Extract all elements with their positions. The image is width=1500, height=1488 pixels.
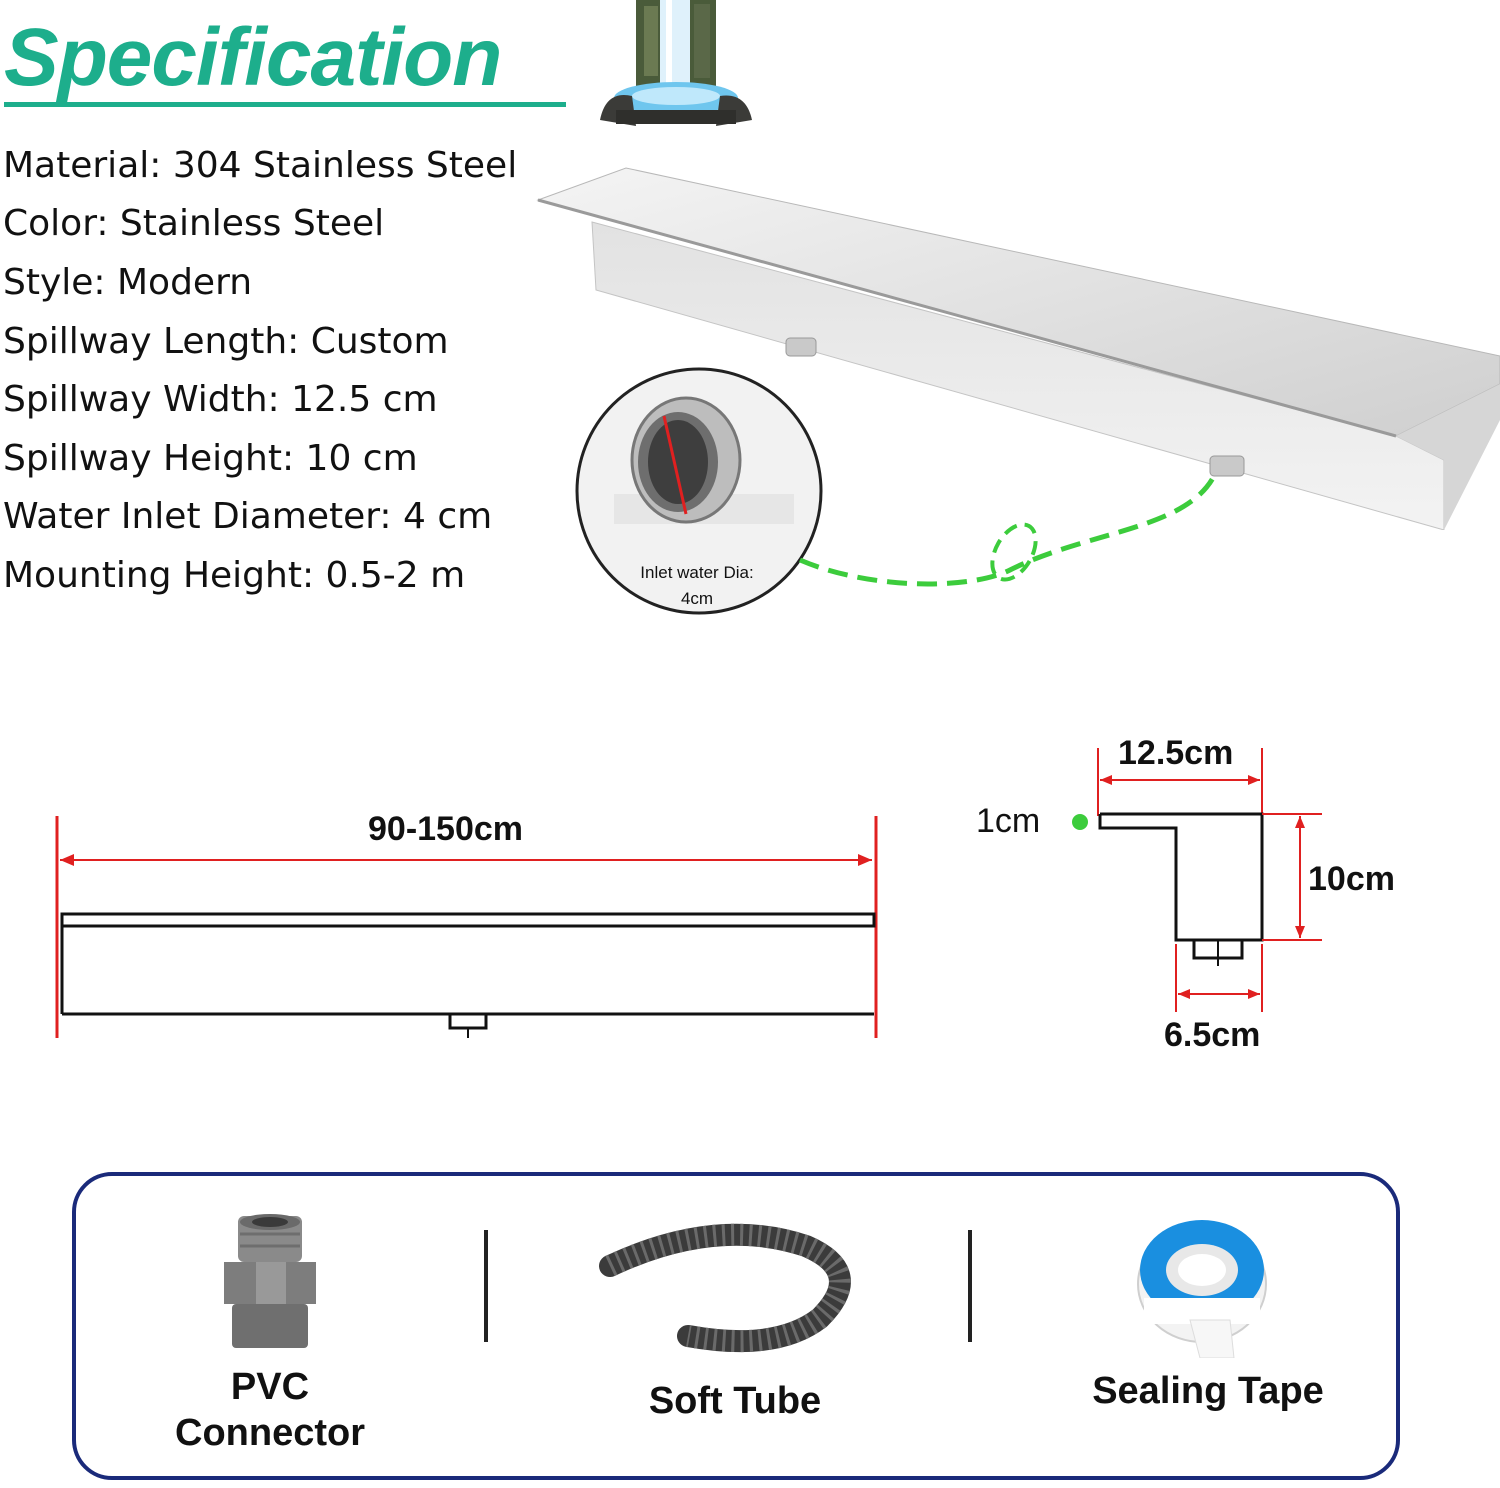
accessory-divider (968, 1230, 972, 1342)
lip-label: 1cm (976, 802, 1041, 840)
accessory-divider (484, 1230, 488, 1342)
sealing-tape-icon (1137, 1220, 1267, 1358)
accessory-pvc-line1: PVC (230, 1366, 310, 1408)
inlet-closeup (575, 367, 823, 615)
spec-style: Style: Modern (3, 262, 253, 303)
height-label: 10cm (1308, 860, 1395, 898)
accessory-soft-tube: Soft Tube (620, 1378, 850, 1424)
hose-dashed-line (799, 470, 1219, 587)
pvc-connector-icon (224, 1214, 316, 1348)
length-label: 90-150cm (368, 810, 524, 848)
side-dimension-drawing (1072, 748, 1322, 1012)
accessory-pvc-connector: PVC Connector (150, 1364, 390, 1456)
page-title: Specification (4, 12, 502, 103)
accessories-box (72, 1172, 1400, 1480)
inlet-caption: Inlet water Dia: 4cm (612, 560, 782, 612)
inlet-caption-line2: 4cm (680, 589, 714, 608)
spec-spillway-width: Spillway Width: 12.5 cm (3, 379, 438, 420)
base-width-label: 6.5cm (1164, 1016, 1261, 1054)
accessory-pvc-line2: Connector (175, 1412, 365, 1454)
accessory-tube-line1: Soft Tube (648, 1380, 822, 1422)
width-label: 12.5cm (1118, 734, 1234, 772)
soft-tube-icon (599, 1223, 851, 1353)
spec-material: Material: 304 Stainless Steel (3, 145, 518, 186)
spec-color: Color: Stainless Steel (3, 203, 385, 244)
spec-spillway-length: Spillway Length: Custom (3, 321, 449, 362)
spillway-product-image (536, 167, 1500, 530)
front-dimension-drawing (55, 816, 878, 1038)
title-underline (4, 102, 566, 107)
spec-inlet-diameter: Water Inlet Diameter: 4 cm (3, 496, 493, 537)
spec-mounting-height: Mounting Height: 0.5-2 m (3, 555, 466, 596)
inlet-caption-line1: Inlet water Dia: (640, 563, 754, 582)
accessory-sealing-tape: Sealing Tape (1076, 1368, 1340, 1414)
waterfall-icon (600, 0, 752, 126)
accessory-tape-line1: Sealing Tape (1092, 1370, 1324, 1412)
spec-spillway-height: Spillway Height: 10 cm (3, 438, 418, 479)
